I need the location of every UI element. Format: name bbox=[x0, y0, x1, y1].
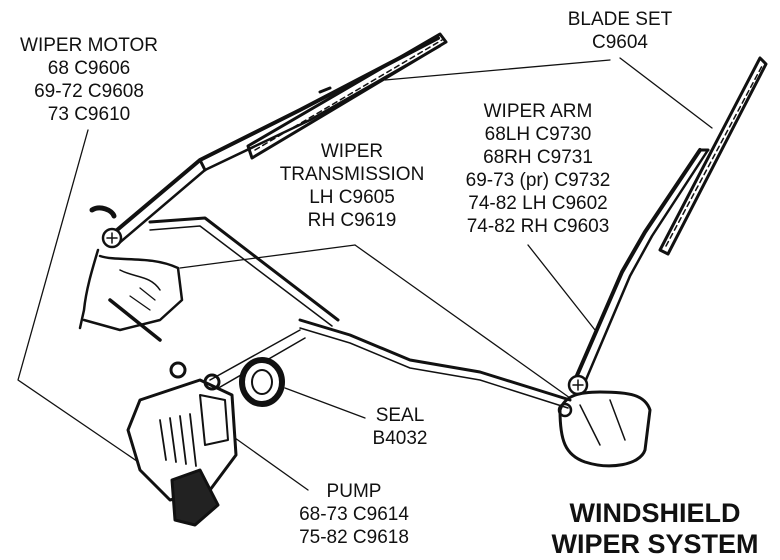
diagram-title: WINDSHIELD WIPER SYSTEM bbox=[540, 498, 770, 560]
leader-wiper-motor bbox=[17, 129, 151, 471]
leader-transmission-right bbox=[354, 244, 571, 399]
left-pivot bbox=[78, 227, 184, 342]
callout-wiper-arm: WIPER ARM 68LH C9730 68RH C9731 69-73 (p… bbox=[448, 100, 628, 238]
part-line: 75-82 C9618 bbox=[299, 527, 409, 548]
callout-heading: WIPER ARM bbox=[483, 101, 593, 122]
part-line: LH C9605 bbox=[309, 187, 395, 208]
leader-wiper-arm bbox=[527, 244, 596, 331]
right-blade bbox=[658, 56, 768, 256]
part-line: C9604 bbox=[592, 32, 648, 53]
title-line: WIPER SYSTEM bbox=[551, 529, 759, 559]
callout-heading: PUMP bbox=[326, 481, 382, 502]
part-line: 68RH C9731 bbox=[483, 147, 593, 168]
callout-heading: BLADE SET bbox=[567, 9, 673, 30]
part-line: 69-72 C9608 bbox=[34, 81, 144, 102]
part-line: 74-82 LH C9602 bbox=[468, 193, 608, 214]
callout-heading: WIPER MOTOR bbox=[20, 35, 158, 56]
callout-heading: TRANSMISSION bbox=[279, 164, 425, 185]
callout-wiper-transmission: WIPER TRANSMISSION LH C9605 RH C9619 bbox=[272, 140, 432, 232]
part-line: 74-82 RH C9603 bbox=[466, 216, 610, 237]
seal-ring bbox=[239, 357, 285, 407]
leader-lines bbox=[17, 57, 713, 491]
leader-blade-set-left bbox=[384, 59, 611, 81]
right-pivot bbox=[557, 374, 652, 468]
leader-pump bbox=[234, 437, 309, 491]
callout-heading: WIPER bbox=[320, 141, 384, 162]
part-line: RH C9619 bbox=[307, 210, 397, 231]
callout-pump: PUMP 68-73 C9614 75-82 C9618 bbox=[284, 480, 424, 549]
leader-blade-set-right bbox=[619, 57, 713, 129]
part-line: 68-73 C9614 bbox=[299, 504, 409, 525]
part-line: 69-73 (pr) C9732 bbox=[465, 170, 611, 191]
part-line: 68LH C9730 bbox=[484, 124, 592, 145]
title-line: WINDSHIELD bbox=[569, 498, 741, 528]
washer-pump bbox=[126, 361, 238, 527]
callout-wiper-motor: WIPER MOTOR 68 C9606 69-72 C9608 73 C961… bbox=[4, 34, 174, 126]
leader-transmission-left bbox=[179, 244, 356, 269]
left-arm bbox=[89, 36, 442, 246]
part-line: B4032 bbox=[372, 428, 428, 449]
part-line: 73 C9610 bbox=[47, 104, 131, 125]
right-arm bbox=[573, 148, 710, 384]
transmission-rod bbox=[148, 216, 572, 409]
callout-heading: SEAL bbox=[375, 405, 425, 426]
part-line: 68 C9606 bbox=[47, 58, 131, 79]
callout-seal: SEAL B4032 bbox=[360, 404, 440, 450]
callout-blade-set: BLADE SET C9604 bbox=[560, 8, 680, 54]
leader-seal bbox=[284, 387, 366, 419]
